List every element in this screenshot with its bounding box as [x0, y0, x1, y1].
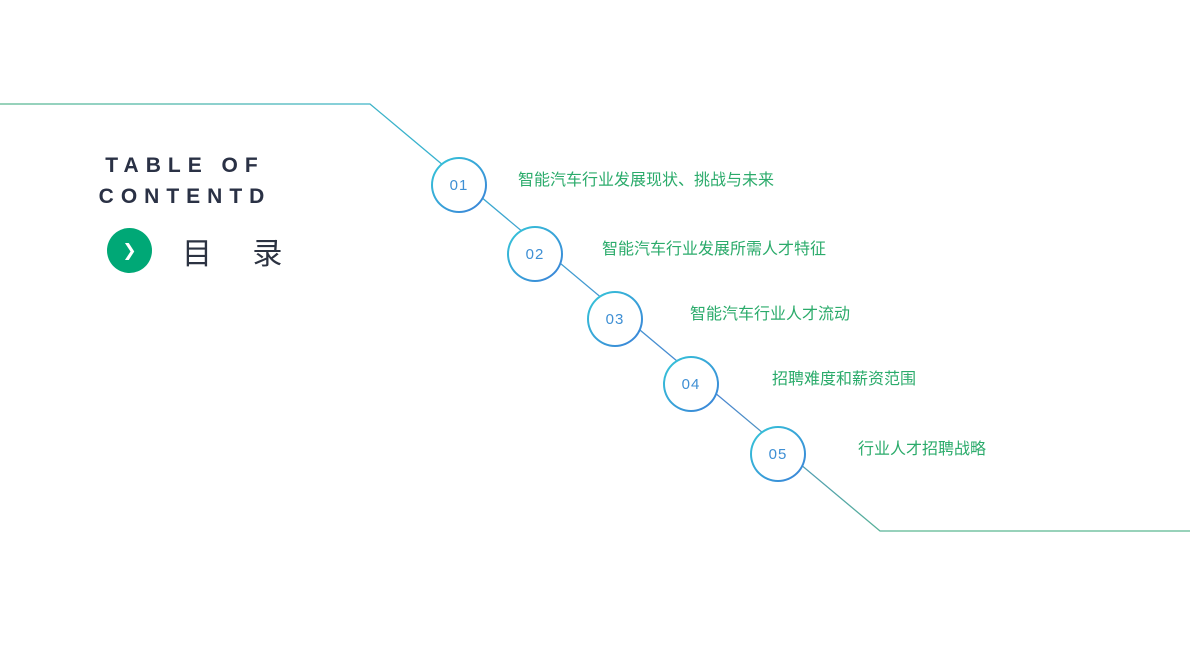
toc-item-number: 05 — [768, 445, 788, 463]
toc-item-circle-03: 03 — [587, 291, 643, 347]
toc-item-label-03: 智能汽车行业人才流动 — [690, 306, 851, 323]
slide-title-line1: TABLE OF — [105, 154, 265, 177]
toc-item-circle-inner: 04 — [665, 358, 717, 410]
slide-title-en: TABLE OF CONTENTD — [78, 150, 292, 212]
toc-item-number: 02 — [525, 245, 545, 263]
toc-item-circle-05: 05 — [750, 426, 806, 482]
toc-item-circle-02: 02 — [507, 226, 563, 282]
toc-item-circle-inner: 05 — [752, 428, 804, 480]
toc-item-circle-inner: 03 — [589, 293, 641, 345]
toc-heading: ❯ 目 录 — [107, 228, 298, 273]
toc-item-label-02: 智能汽车行业发展所需人才特征 — [602, 241, 827, 258]
slide-title-line2: CONTENTD — [98, 185, 272, 208]
chevron-circle-badge: ❯ — [107, 228, 152, 273]
toc-item-circle-inner: 02 — [509, 228, 561, 280]
toc-item-label-04: 招聘难度和薪资范围 — [772, 371, 917, 388]
toc-item-label-05: 行业人才招聘战略 — [858, 441, 987, 458]
toc-item-circle-04: 04 — [663, 356, 719, 412]
toc-title-cn: 目 录 — [182, 237, 299, 271]
chevron-right-icon: ❯ — [122, 240, 137, 260]
toc-item-number: 04 — [681, 375, 701, 393]
toc-item-number: 03 — [605, 310, 625, 328]
toc-item-label-01: 智能汽车行业发展现状、挑战与未来 — [518, 172, 775, 189]
toc-item-circle-inner: 01 — [433, 159, 485, 211]
toc-item-circle-01: 01 — [431, 157, 487, 213]
toc-item-number: 01 — [449, 176, 469, 194]
